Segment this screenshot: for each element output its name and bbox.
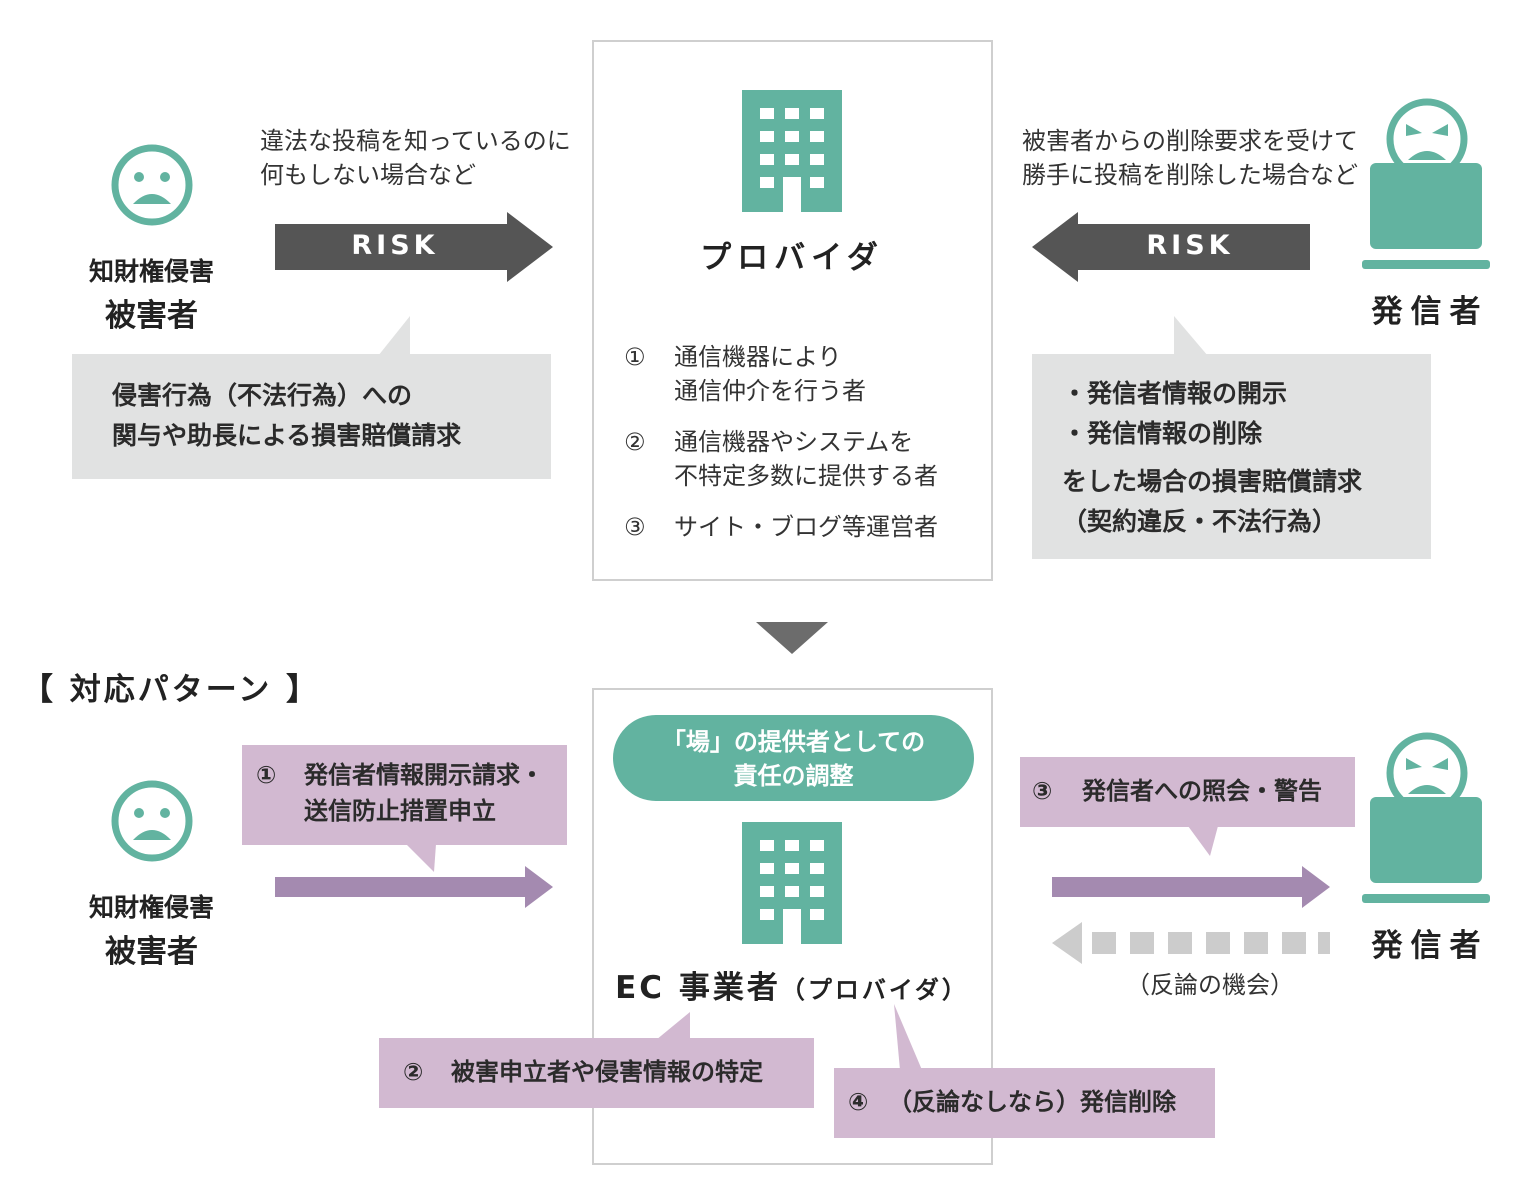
risk-arrow-right [275, 212, 553, 282]
callout-pointer [1188, 826, 1218, 856]
left-callout: 侵害行為（不法行為）への 関与や助長による損害賠償請求 [72, 354, 551, 479]
sad-face-icon [111, 780, 193, 862]
dashed-arrow-left [1052, 922, 1330, 964]
provider-item-1: ① 通信機器により 通信仲介を行う者 [624, 340, 974, 408]
callout-bullet-2: ・発信情報の削除 [1062, 419, 1263, 448]
left-risk-label: RISK [351, 230, 439, 261]
step-number: ③ [1032, 777, 1053, 805]
step-line2: 送信防止措置申立 [304, 797, 496, 825]
pill-line2: 責任の調整 [733, 762, 854, 790]
sad-face-icon [111, 144, 193, 226]
ec-subtitle: （プロバイダ） [780, 976, 969, 1004]
item-line1: サイト・ブログ等運営者 [674, 513, 938, 541]
callout-line3: をした場合の損害賠償請求 [1062, 467, 1363, 496]
callout-pointer [656, 1012, 690, 1040]
left-actor-line1: 知財権侵害 [88, 893, 214, 922]
step-text: （反論なしなら）発信削除 [888, 1088, 1176, 1116]
item-line1: 通信機器により [674, 343, 842, 371]
item-number: ① [624, 343, 646, 371]
item-line2: 通信仲介を行う者 [674, 377, 866, 405]
down-triangle-icon [756, 622, 828, 654]
left-actor-line1: 知財権侵害 [88, 257, 214, 286]
section-title: 【 対応パターン 】 [22, 672, 321, 708]
laptop-icon [1362, 163, 1490, 269]
note-line1: 被害者からの削除要求を受けて [1022, 127, 1358, 155]
pill-line1: 「場」の提供者としての [661, 728, 926, 756]
callout-pointer [1174, 316, 1208, 356]
role-pill: 「場」の提供者としての 責任の調整 [613, 715, 974, 801]
risk-arrow-left [1032, 212, 1310, 282]
callout-pointer [378, 316, 410, 356]
callout-line4: （契約違反・不法行為） [1062, 507, 1338, 536]
rebuttal-label: （反論の機会） [1126, 971, 1294, 999]
note-line2: 勝手に投稿を削除した場合など [1022, 161, 1358, 189]
item-line2: 不特定多数に提供する者 [674, 462, 938, 490]
right-risk-label: RISK [1146, 230, 1234, 261]
item-number: ③ [624, 513, 646, 541]
step-line1: 発信者情報開示請求・ [304, 761, 544, 789]
step-2-box: ② 被害申立者や侵害情報の特定 [379, 1038, 814, 1108]
step-text: 被害申立者や侵害情報の特定 [451, 1058, 763, 1086]
note-line2: 何もしない場合など [260, 161, 476, 189]
note-line1: 違法な投稿を知っているのに [260, 127, 571, 155]
ec-provider-label: EC 事業者（プロバイダ） [592, 962, 992, 1007]
purple-arrow-right [275, 866, 553, 908]
purple-arrow-right [1052, 866, 1330, 908]
right-callout: ・発信者情報の開示 ・発信情報の削除 をした場合の損害賠償請求 （契約違反・不法… [1032, 354, 1431, 559]
provider-item-2: ② 通信機器やシステムを 不特定多数に提供する者 [624, 425, 974, 493]
callout-line2: 関与や助長による損害賠償請求 [112, 421, 462, 450]
step-4-box: ④ （反論なしなら）発信削除 [834, 1068, 1215, 1138]
right-risk-note: 被害者からの削除要求を受けて 勝手に投稿を削除した場合など [1022, 124, 1367, 192]
item-number: ② [624, 428, 646, 456]
step-number: ④ [848, 1088, 869, 1116]
callout-bullet-1: ・発信者情報の開示 [1062, 379, 1288, 408]
step-3-box: ③ 発信者への照会・警告 [1020, 757, 1355, 827]
item-line1: 通信機器やシステムを [674, 428, 914, 456]
left-actor-line2: 被害者 [105, 934, 198, 970]
step-number: ② [403, 1058, 424, 1086]
step-number: ① [256, 761, 277, 789]
provider-item-3: ③ サイト・ブログ等運営者 [624, 510, 974, 544]
laptop-icon [1362, 797, 1490, 903]
provider-title: プロバイダ [700, 240, 884, 276]
step-1-box: ① 発信者情報開示請求・ 送信防止措置申立 [242, 745, 567, 845]
left-actor-line2: 被害者 [105, 298, 198, 334]
callout-line1: 侵害行為（不法行為）への [112, 381, 413, 410]
right-actor-label: 発信者 [1371, 928, 1489, 964]
right-actor-label: 発信者 [1371, 294, 1489, 330]
building-icon [742, 90, 842, 212]
callout-pointer [406, 844, 436, 872]
building-icon [742, 822, 842, 944]
step-text: 発信者への照会・警告 [1082, 777, 1322, 805]
ec-title: EC 事業者 [615, 970, 781, 1006]
left-risk-note: 違法な投稿を知っているのに 何もしない場合など [260, 124, 590, 192]
callout-pointer [894, 1004, 922, 1070]
